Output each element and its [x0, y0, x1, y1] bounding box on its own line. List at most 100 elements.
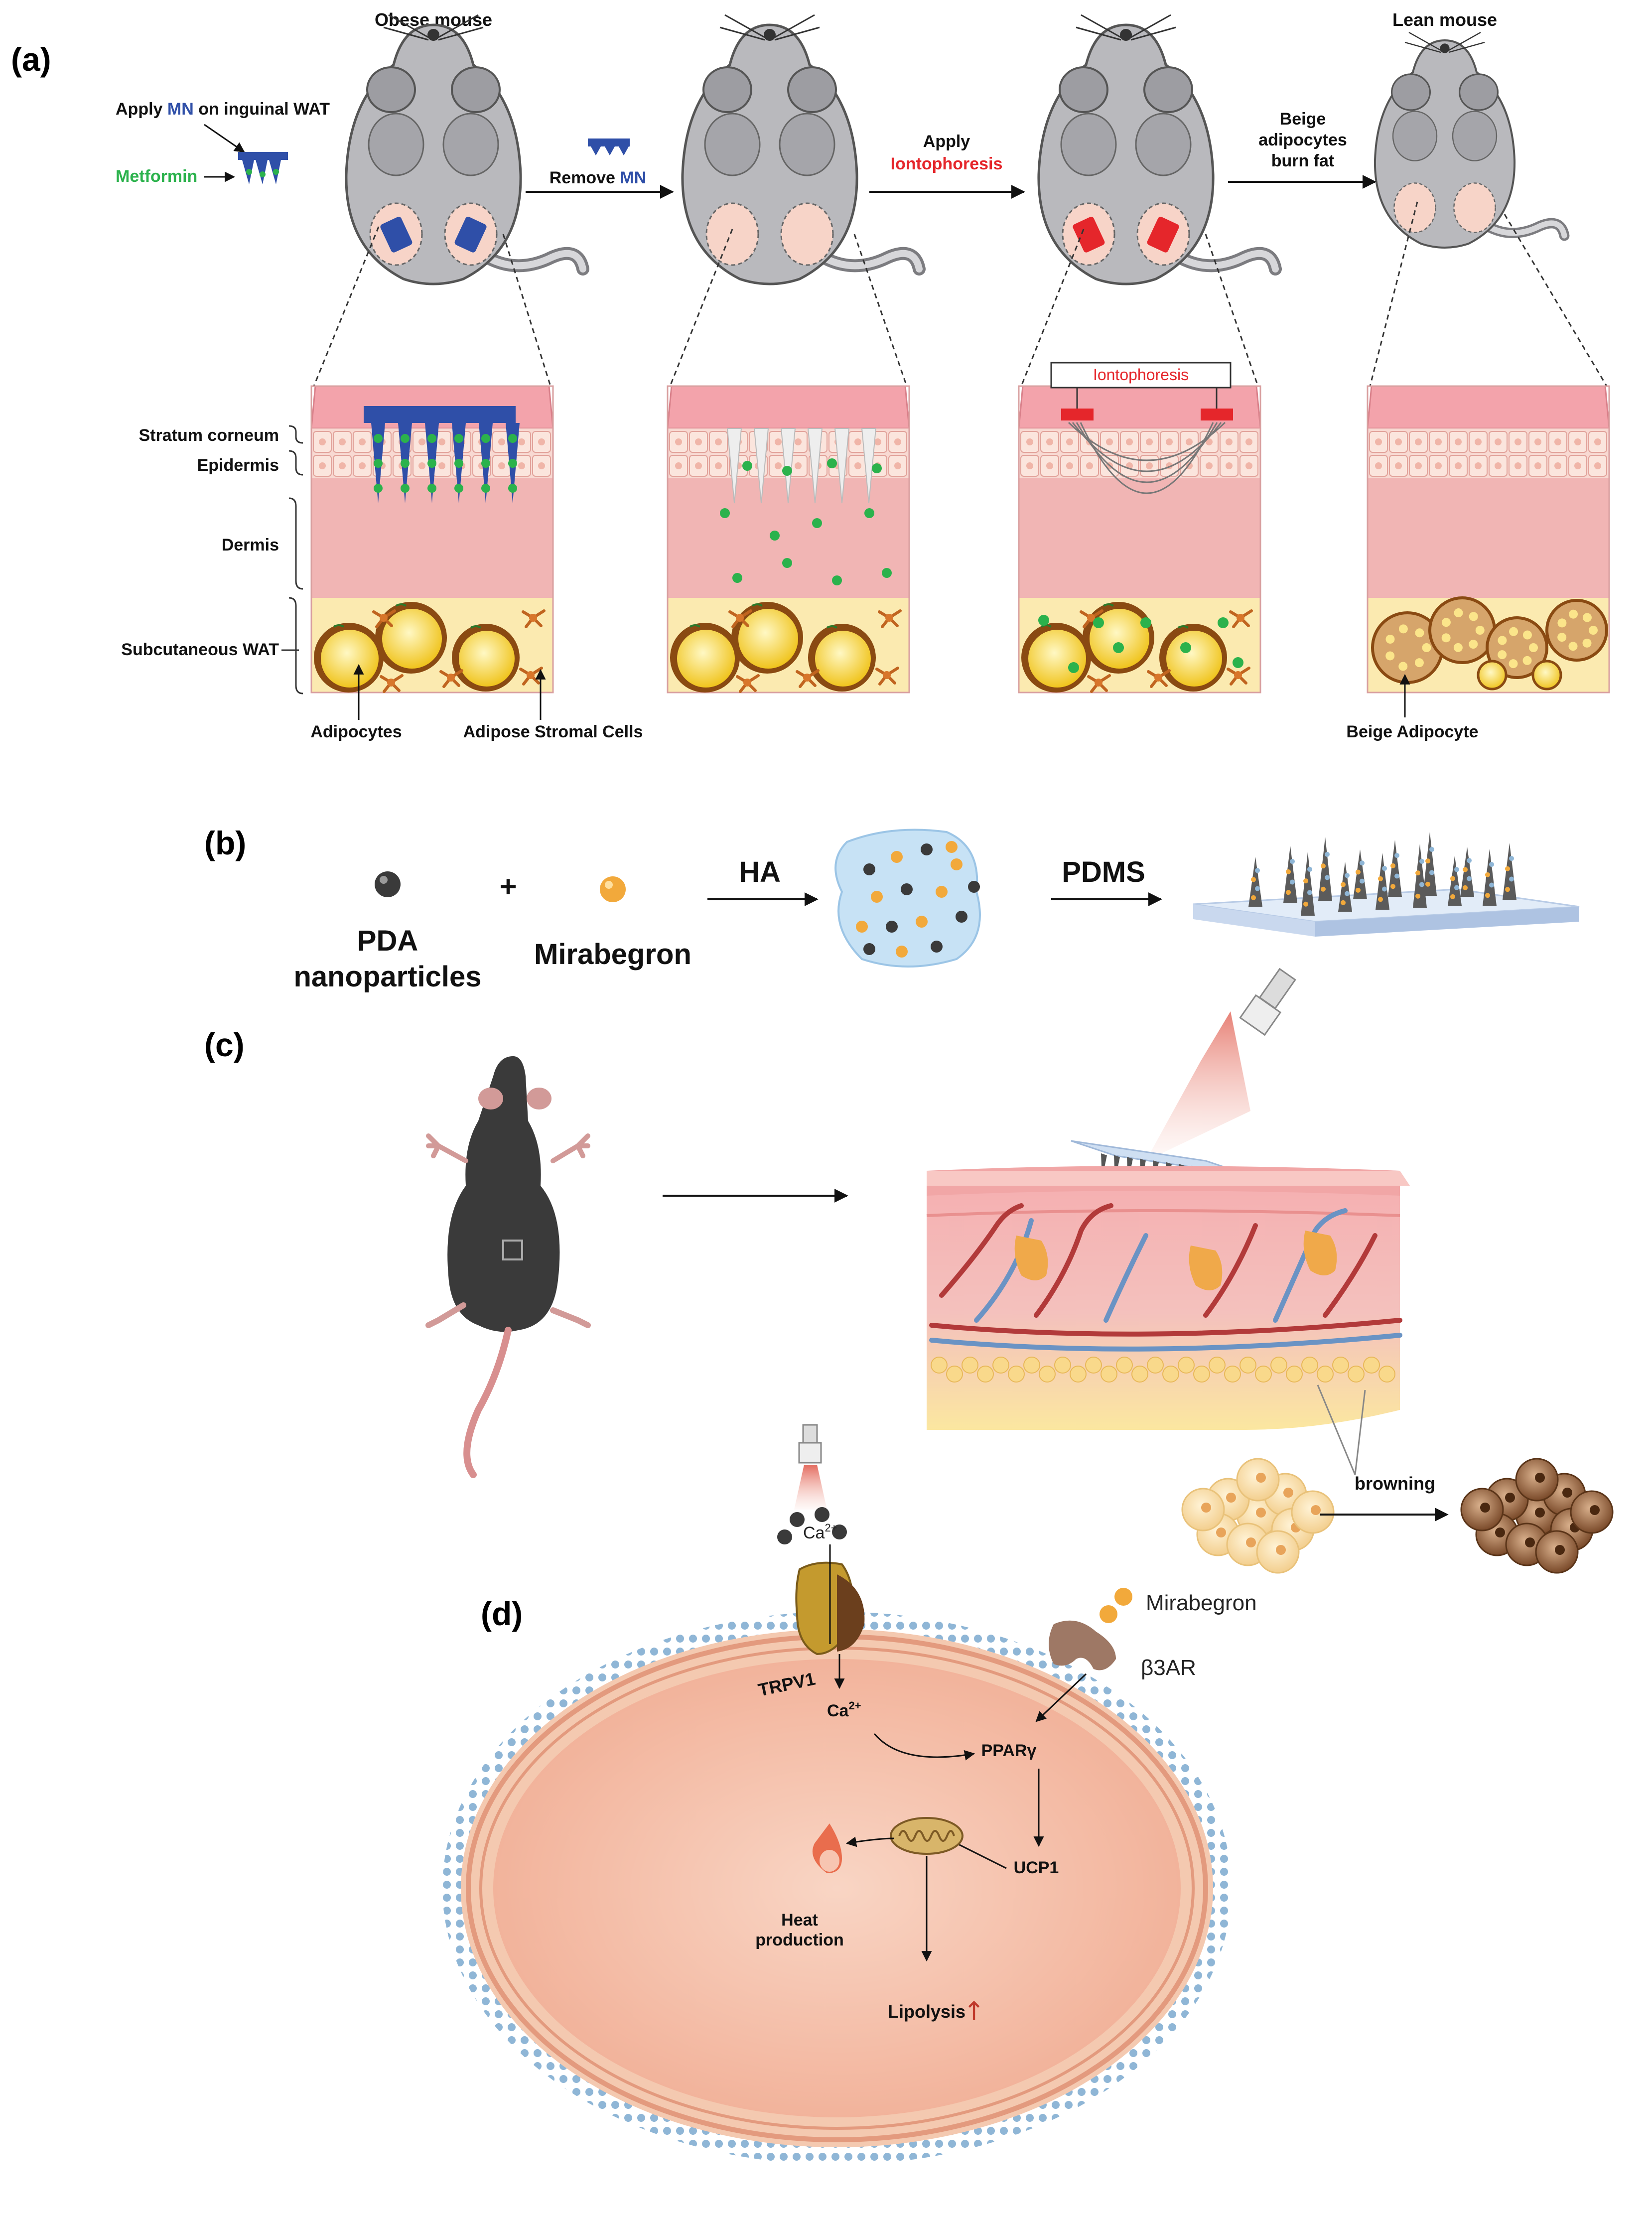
iontophoresis-device-label: Iontophoresis: [1093, 366, 1189, 384]
microchannel: [807, 428, 823, 504]
microneedle: [1353, 849, 1367, 899]
microchannel: [861, 428, 877, 504]
epidermis-label: Epidermis: [197, 456, 279, 475]
panel-c: (c): [204, 968, 1614, 1574]
beige-adipocyte-label: Beige Adipocyte: [1346, 722, 1478, 741]
microneedle: [1460, 847, 1474, 897]
microneedle: [1483, 849, 1497, 906]
blood-vessel: [1103, 1233, 1148, 1323]
mouse-icon: [1037, 14, 1282, 285]
burn-fat-label: burn fat: [1271, 151, 1335, 170]
beige-adipocyte-icon: [1545, 599, 1608, 662]
mirabegron-molecules-icon: [1100, 1588, 1132, 1623]
microneedle: [1388, 840, 1402, 897]
panel-d-label: (d): [481, 1595, 523, 1632]
skin-block: [1018, 229, 1261, 694]
microneedle: [1448, 856, 1462, 906]
microchannel: [726, 428, 742, 504]
production-label: production: [755, 1931, 844, 1949]
beige-adipocyte-icon: [1428, 596, 1496, 664]
iontophoresis-step-label: Iontophoresis: [891, 154, 1003, 173]
lean-mouse-title: Lean mouse: [1392, 9, 1497, 30]
gland: [1303, 1231, 1337, 1275]
hydrogel-icon: [834, 829, 981, 968]
microchannel: [780, 428, 796, 504]
microneedle: [1423, 832, 1437, 896]
light-source-icon: [1146, 968, 1296, 1161]
blood-vessel: [974, 1218, 1034, 1323]
microneedle-patch-icon: [364, 406, 520, 503]
pda-label: PDA: [357, 925, 418, 957]
ucp1-label: UCP1: [1014, 1858, 1059, 1877]
microneedle-array-icon: [1193, 832, 1580, 937]
dermis-label: Dermis: [222, 536, 279, 555]
apply-mn-arrow: [204, 124, 245, 153]
black-mouse-icon: [425, 1056, 591, 1478]
microneedle: [1318, 837, 1332, 901]
heat-label: Heat: [781, 1911, 818, 1930]
plus-sign: +: [499, 870, 517, 903]
panel-c-label: (c): [204, 1026, 245, 1063]
blood-vessel: [939, 1203, 1024, 1298]
lipolysis-label: Lipolysis: [888, 2001, 965, 2022]
panel-b: (b) PDA nanoparticles + Mirabegron HA PD…: [204, 825, 1580, 993]
gland: [1014, 1236, 1048, 1280]
iontophoresis-device-box: [1050, 362, 1232, 389]
mouse-icon: [345, 14, 589, 285]
gland: [1189, 1246, 1223, 1290]
flame-icon: [812, 1823, 842, 1873]
subcutaneous-wat-label: Subcutaneous WAT: [121, 640, 279, 659]
microchannel: [753, 428, 769, 504]
blood-vessel: [1034, 1203, 1113, 1318]
metformin-label: Metformin: [116, 167, 197, 186]
panel-a: (a) Obese mouse Lean mouse Apply MN on i…: [11, 9, 1610, 741]
blood-vessel: [1323, 1233, 1377, 1318]
apply-mn-note: Apply MN on inguinal WAT: [116, 100, 330, 119]
skin-layer-labels: Stratum corneum Epidermis Dermis Subcuta…: [121, 425, 303, 694]
mirabegron-icon: [600, 876, 626, 902]
ca-inner-label: Ca2+: [827, 1699, 861, 1720]
beige-adipocyte-icon: [1486, 616, 1548, 679]
blood-vessel: [929, 1333, 1402, 1352]
blood-vessel: [1203, 1223, 1258, 1318]
mito-to-heat-arrow: [845, 1836, 895, 1847]
trpv1-channel-icon: [795, 1544, 865, 1656]
skin-block: [667, 229, 910, 694]
white-fat-icon: [1181, 1458, 1335, 1574]
adipocytes-bottom-label: Adipocytes: [310, 722, 402, 741]
microchannel: [834, 428, 850, 504]
electrode-icon: [1201, 409, 1233, 420]
removed-mn-icon: [588, 139, 630, 155]
ca-to-ppar-arrow: [873, 1733, 975, 1761]
microneedle: [1413, 844, 1427, 908]
microneedle: [1503, 843, 1516, 900]
nanoparticles-label: nanoparticles: [293, 961, 481, 993]
beta3ar-label: β3AR: [1141, 1656, 1196, 1680]
small-light-source-icon: [794, 1424, 827, 1510]
apply-label: Apply: [923, 132, 970, 151]
panel-b-label: (b): [204, 825, 246, 861]
mirabegron-b-label: Mirabegron: [534, 938, 691, 971]
beta3ar-receptor-icon: [1049, 1620, 1116, 1670]
adipocytes-label: adipocytes: [1258, 131, 1347, 149]
microneedle-patch-icon: [238, 152, 288, 184]
microneedle: [1376, 853, 1389, 910]
microneedle: [1248, 857, 1262, 907]
skin-block-icon: [926, 1166, 1410, 1430]
ppar-label: PPARγ: [981, 1741, 1037, 1760]
cell-icon: [442, 1612, 1232, 2165]
stratum-corneum-label: Stratum corneum: [139, 426, 279, 445]
skin-block: [1367, 201, 1610, 694]
electrode-icon: [1061, 409, 1094, 420]
stromal-cells-label: Adipose Stromal Cells: [463, 722, 643, 741]
browning-label: browning: [1355, 1473, 1435, 1494]
microneedle: [1283, 846, 1297, 903]
panel-a-label: (a): [11, 41, 51, 78]
ca-top-label: Ca2+: [803, 1522, 837, 1542]
ucp1-to-mito-line: [956, 1842, 1007, 1869]
pda-nanoparticle-icon: [375, 871, 401, 897]
remove-mn-label: Remove MN: [550, 168, 647, 187]
mouse-icon: [1374, 31, 1570, 249]
mirabegron-d-label: Mirabegron: [1146, 1591, 1257, 1615]
